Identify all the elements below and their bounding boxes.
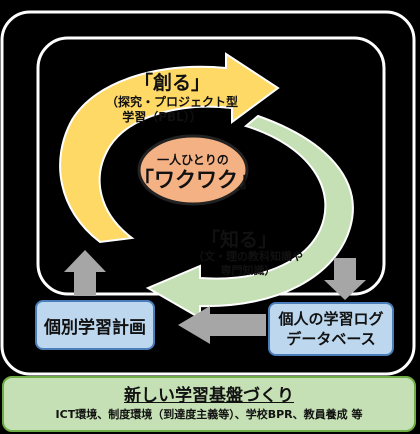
down-arrow (324, 258, 366, 300)
individual-plan-label: 個別学習計画 (44, 317, 146, 338)
learning-log-line1: 個人の学習ログ (278, 310, 384, 328)
know-subtitle-line1: （文・理の教科知識や (193, 250, 303, 263)
create-subtitle-line1: （探究・プロジェクト型 (105, 95, 238, 109)
create-subtitle-line2: 学習（PBL）） (122, 110, 202, 124)
center-oval (137, 134, 249, 206)
know-title: 「知る」 (200, 229, 277, 251)
center-text-line1: 一人ひとりの (157, 153, 229, 167)
center-text-line2: 「ワクワク」 (133, 168, 259, 192)
up-arrow (64, 250, 106, 296)
create-title: 「創る」 (133, 72, 210, 94)
outer-frame (0, 10, 416, 376)
learning-log-line2: データベース (286, 330, 376, 348)
foundation-banner: 新しい学習基盤づくり ICT環境、制度環境（到達度主義等）、学校BPR、教員養成… (2, 376, 416, 432)
foundation-title: 新しい学習基盤づくり (124, 386, 294, 406)
create-arrow (59, 52, 280, 244)
learning-log-database-box: 個人の学習ログ データベース (268, 302, 394, 356)
know-subtitle-line2: 専門知識） (220, 264, 276, 277)
foundation-subtitle: ICT環境、制度環境（到達度主義等）、学校BPR、教員養成 等 (55, 408, 363, 421)
left-arrow (178, 306, 266, 344)
individual-plan-box: 個別学習計画 (35, 300, 155, 350)
